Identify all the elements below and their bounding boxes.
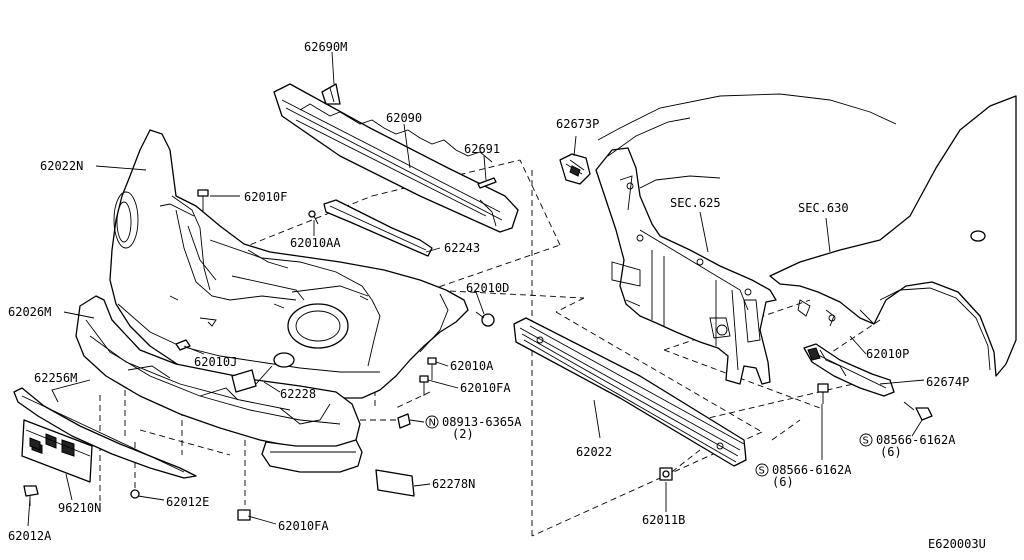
part-62674P-bracket <box>803 343 895 397</box>
part-62278N-block <box>375 469 415 497</box>
label-62022: 62022 <box>576 445 612 459</box>
part-sec630-fender <box>769 95 1017 377</box>
part-62691-clip <box>477 177 497 189</box>
part-sec625-core-support <box>595 147 777 385</box>
label-96210N: 96210N <box>58 501 101 515</box>
label-62010AA: 62010AA <box>290 236 341 250</box>
fasteners-right <box>659 383 933 481</box>
label-62090: 62090 <box>386 111 422 125</box>
label-62674P: 62674P <box>926 375 969 389</box>
label-62011B: 62011B <box>642 513 685 527</box>
label-62012A: 62012A <box>8 529 52 543</box>
label-62256M: 62256M <box>34 371 77 385</box>
part-96210N-plate-bracket <box>21 419 93 483</box>
part-labels: 62690M 62090 62691 62022N 62010F 62010AA… <box>8 40 986 551</box>
label-08913-qty: (2) <box>452 427 474 441</box>
label-08566-qty-center: (6) <box>772 475 794 489</box>
part-fender-outline <box>597 93 897 189</box>
part-62243-bracket <box>323 199 433 257</box>
label-62010A: 62010A <box>450 359 494 373</box>
part-lower-under-panel <box>261 439 363 473</box>
part-62673P-bracket <box>559 153 591 185</box>
label-08913-6365A: 08913-6365A <box>442 415 522 429</box>
label-62228: 62228 <box>280 387 316 401</box>
label-62010D: 62010D <box>466 281 509 295</box>
label-62010J: 62010J <box>194 355 237 369</box>
figure-code: E620003U <box>928 537 986 551</box>
label-62026M: 62026M <box>8 305 51 319</box>
label-62012E: 62012E <box>166 495 209 509</box>
part-62256M-trim <box>13 387 197 479</box>
label-62691: 62691 <box>464 142 500 156</box>
label-sec630: SEC.630 <box>798 201 849 215</box>
part-62022-reinforcement <box>513 317 747 467</box>
n-circle-symbol <box>425 415 439 429</box>
label-08566-qty-right: (6) <box>880 445 902 459</box>
s-circle-symbol-a <box>859 433 873 447</box>
leader-lines <box>27 51 925 527</box>
label-62673P: 62673P <box>556 117 599 131</box>
s-circle-letter-a: S <box>863 436 869 447</box>
part-62026M-lower-spoiler <box>75 295 361 449</box>
part-62022N-bumper-fascia <box>109 129 469 399</box>
label-sec625: SEC.625 <box>670 196 721 210</box>
part-62690M-bracket <box>321 83 341 105</box>
label-62243: 62243 <box>444 241 480 255</box>
label-62010F: 62010F <box>244 190 287 204</box>
label-08566-6162A-right: 08566-6162A <box>876 433 956 447</box>
part-62090-absorber <box>273 83 519 233</box>
label-62022N: 62022N <box>40 159 83 173</box>
label-08566-6162A-center: 08566-6162A <box>772 463 852 477</box>
label-62010FA-lower: 62010FA <box>278 519 329 533</box>
s-circle-letter-b: S <box>759 466 765 477</box>
n-circle-letter: N <box>429 418 436 429</box>
s-circle-symbol-b <box>755 463 769 477</box>
label-62278N: 62278N <box>432 477 475 491</box>
part-62228-cover <box>231 352 295 393</box>
label-62010FA-upper: 62010FA <box>460 381 511 395</box>
label-62010P: 62010P <box>866 347 909 361</box>
fasteners-left <box>23 189 495 521</box>
label-62690M: 62690M <box>304 40 347 54</box>
